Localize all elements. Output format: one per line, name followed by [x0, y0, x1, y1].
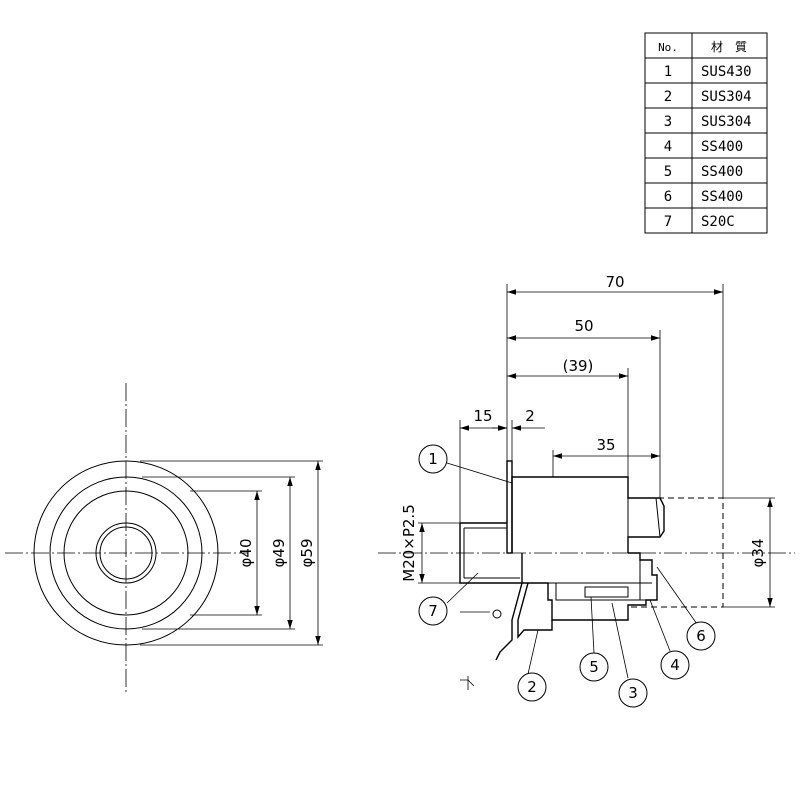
body-chamfer-line	[655, 497, 661, 538]
dim-label-70: 70	[605, 273, 624, 291]
inner-line-2	[555, 583, 646, 601]
lower-body-outline	[521, 552, 658, 621]
dim-label-50: 50	[574, 317, 593, 335]
bore-outer-circle	[95, 522, 157, 584]
table-cell-no: 3	[664, 114, 672, 130]
table-cell-no: 7	[664, 214, 672, 230]
table-cell-material: S20C	[701, 214, 735, 230]
table-cell-material: SUS304	[701, 114, 752, 130]
table-cell-material: SS400	[701, 164, 743, 180]
balloon-circle	[660, 650, 690, 680]
table-cell-no: 5	[664, 164, 672, 180]
table-header-material: 材 質	[711, 39, 747, 54]
balloon-label: 6	[696, 627, 706, 645]
dim-label-d49: φ49	[270, 539, 288, 568]
leader-part-5	[590, 596, 595, 654]
table-cell-material: SUS304	[701, 89, 752, 105]
balloon-circle	[686, 621, 716, 651]
leader-part-7	[446, 572, 479, 604]
balloon-circle	[418, 596, 448, 626]
side-view: 70 50 (39) 15 2 35 M20×P2.5 φ34	[378, 273, 795, 708]
front-view: φ40 φ49 φ59	[5, 383, 323, 692]
dim-label-15: 15	[473, 407, 492, 425]
leader-part-2	[527, 629, 539, 675]
bore-inner-circle	[99, 526, 153, 580]
table-cell-material: SUS430	[701, 64, 752, 80]
dim-label-thread: M20×P2.5	[400, 504, 418, 582]
table-cell-no: 1	[664, 64, 672, 80]
table-cell-material: SS400	[701, 189, 743, 205]
dim-label-35: 35	[596, 436, 615, 454]
balloon-label: 4	[670, 656, 680, 674]
hidden-connecting-part	[628, 497, 724, 608]
leader-part-3	[611, 602, 629, 679]
balloon-circle	[517, 672, 547, 702]
balloon-circle	[418, 444, 448, 474]
dim-label-2: 2	[525, 407, 535, 425]
balloon-label: 2	[527, 678, 537, 696]
nut-part-5	[584, 586, 629, 598]
leader-part-6	[656, 566, 698, 625]
leader-part-4	[649, 599, 671, 652]
balloon-label: 5	[589, 658, 599, 676]
flange-plate	[506, 460, 513, 554]
balloon-label: 7	[428, 602, 438, 620]
dim-label-d59: φ59	[298, 539, 316, 568]
balloon-circle	[579, 652, 609, 682]
dim-label-d34: φ34	[749, 539, 767, 568]
leader-part-1	[446, 462, 513, 484]
body-circle	[63, 490, 189, 616]
balloon-label: 1	[428, 450, 438, 468]
dim-label-d40: φ40	[237, 539, 255, 568]
table-cell-no: 2	[664, 89, 672, 105]
flange-circle	[49, 476, 203, 630]
wall-mark-line	[460, 679, 475, 687]
outer-flange-circle	[33, 460, 219, 646]
bracket-part-2	[495, 582, 553, 661]
table-cell-material: SS400	[701, 139, 743, 155]
balloon-circle	[618, 678, 648, 708]
table-cell-no: 6	[664, 189, 672, 205]
screw-hole	[492, 609, 502, 619]
balloon-label: 3	[628, 684, 638, 702]
body-cover-outline	[511, 476, 665, 553]
part-balloons: 1 2 3 4 5 6 7	[418, 444, 716, 708]
table-header-no: No.	[658, 41, 678, 54]
table-cell-no: 4	[664, 139, 672, 155]
dim-label-39: (39)	[563, 357, 594, 375]
